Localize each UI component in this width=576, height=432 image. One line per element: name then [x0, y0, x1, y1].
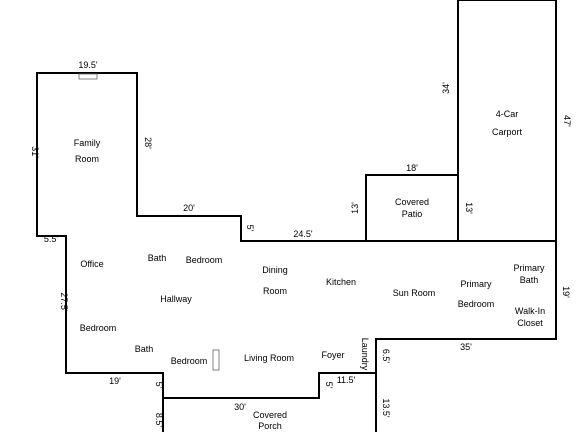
- dimension-label: 13': [350, 202, 360, 214]
- bedroom-label: Bedroom: [171, 356, 208, 366]
- office-label: Office: [80, 259, 103, 269]
- dining-room-label-line2: Room: [263, 286, 287, 296]
- covered-porch-label-line2: Porch: [258, 421, 282, 431]
- walk-in-closet-label-line2: Closet: [517, 318, 543, 328]
- room-labels: Family Room Office Bath Bedroom Hallway …: [74, 109, 545, 431]
- bedroom-label: Bedroom: [80, 323, 117, 333]
- dimension-label: 35': [460, 342, 472, 352]
- dimension-label: 19.5': [78, 60, 98, 70]
- patio-wall: [365, 174, 459, 242]
- dimension-label: 5.5': [44, 234, 59, 244]
- dimension-label: 13': [464, 202, 474, 214]
- bedroom-label: Bedroom: [186, 255, 223, 265]
- dimension-label: 30': [234, 402, 246, 412]
- foyer-label: Foyer: [321, 350, 344, 360]
- dimension-label: 31': [30, 146, 40, 158]
- kitchen-label: Kitchen: [326, 277, 356, 287]
- dimension-labels: 19.5' 31' 28' 20' 5' 24.5' 5.5' 27.5' 19…: [30, 60, 572, 427]
- family-room-label-line1: Family: [74, 138, 101, 148]
- porch-wall: [162, 372, 377, 399]
- family-room-label-line2: Room: [75, 154, 99, 164]
- exterior-walls: [36, 0, 557, 432]
- bath-label: Bath: [135, 344, 154, 354]
- dimension-label: 24.5': [293, 229, 313, 239]
- laundry-label: Laundry: [360, 338, 370, 371]
- dimension-label: 34': [441, 82, 451, 94]
- primary-bath-label-line1: Primary: [514, 263, 545, 273]
- carport-label-line1: 4-Car: [496, 109, 519, 119]
- dimension-label: 5': [324, 382, 334, 389]
- dimension-label: 19': [561, 286, 571, 298]
- covered-porch-label-line1: Covered: [253, 410, 287, 420]
- dimension-label: 11.5': [337, 375, 356, 385]
- dimension-label: 18': [406, 163, 418, 173]
- dimension-label: 6.5': [381, 349, 391, 364]
- dimension-label: 8.5': [154, 413, 164, 428]
- fireplace-icon: [78, 73, 98, 80]
- closet-icon: [212, 349, 220, 371]
- hallway-label: Hallway: [160, 294, 192, 304]
- dimension-label: 5': [245, 225, 255, 232]
- dimension-label: 19': [109, 376, 121, 386]
- left-wall-outline: [36, 72, 164, 432]
- living-room-label: Living Room: [244, 353, 294, 363]
- dining-room-label-line1: Dining: [262, 265, 288, 275]
- covered-patio-label-line1: Covered: [395, 197, 429, 207]
- primary-bedroom-label-line2: Bedroom: [458, 299, 495, 309]
- dimension-label: 47': [562, 115, 572, 127]
- dimension-label: 20': [183, 203, 195, 213]
- dimension-label: 5': [154, 382, 164, 389]
- dimension-label: 27.5': [59, 292, 69, 312]
- covered-patio-label-line2: Patio: [402, 209, 423, 219]
- sun-room-label: Sun Room: [393, 288, 436, 298]
- primary-bath-label-line2: Bath: [520, 275, 539, 285]
- primary-bedroom-label-line1: Primary: [461, 279, 492, 289]
- carport-label-line2: Carport: [492, 127, 523, 137]
- main-wall-outline: [36, 72, 557, 432]
- carport-wall: [457, 0, 557, 242]
- bath-label: Bath: [148, 253, 167, 263]
- walk-in-closet-label-line1: Walk-In: [515, 306, 545, 316]
- dimension-label: 13.5': [381, 398, 391, 418]
- dimension-label: 28': [143, 137, 153, 149]
